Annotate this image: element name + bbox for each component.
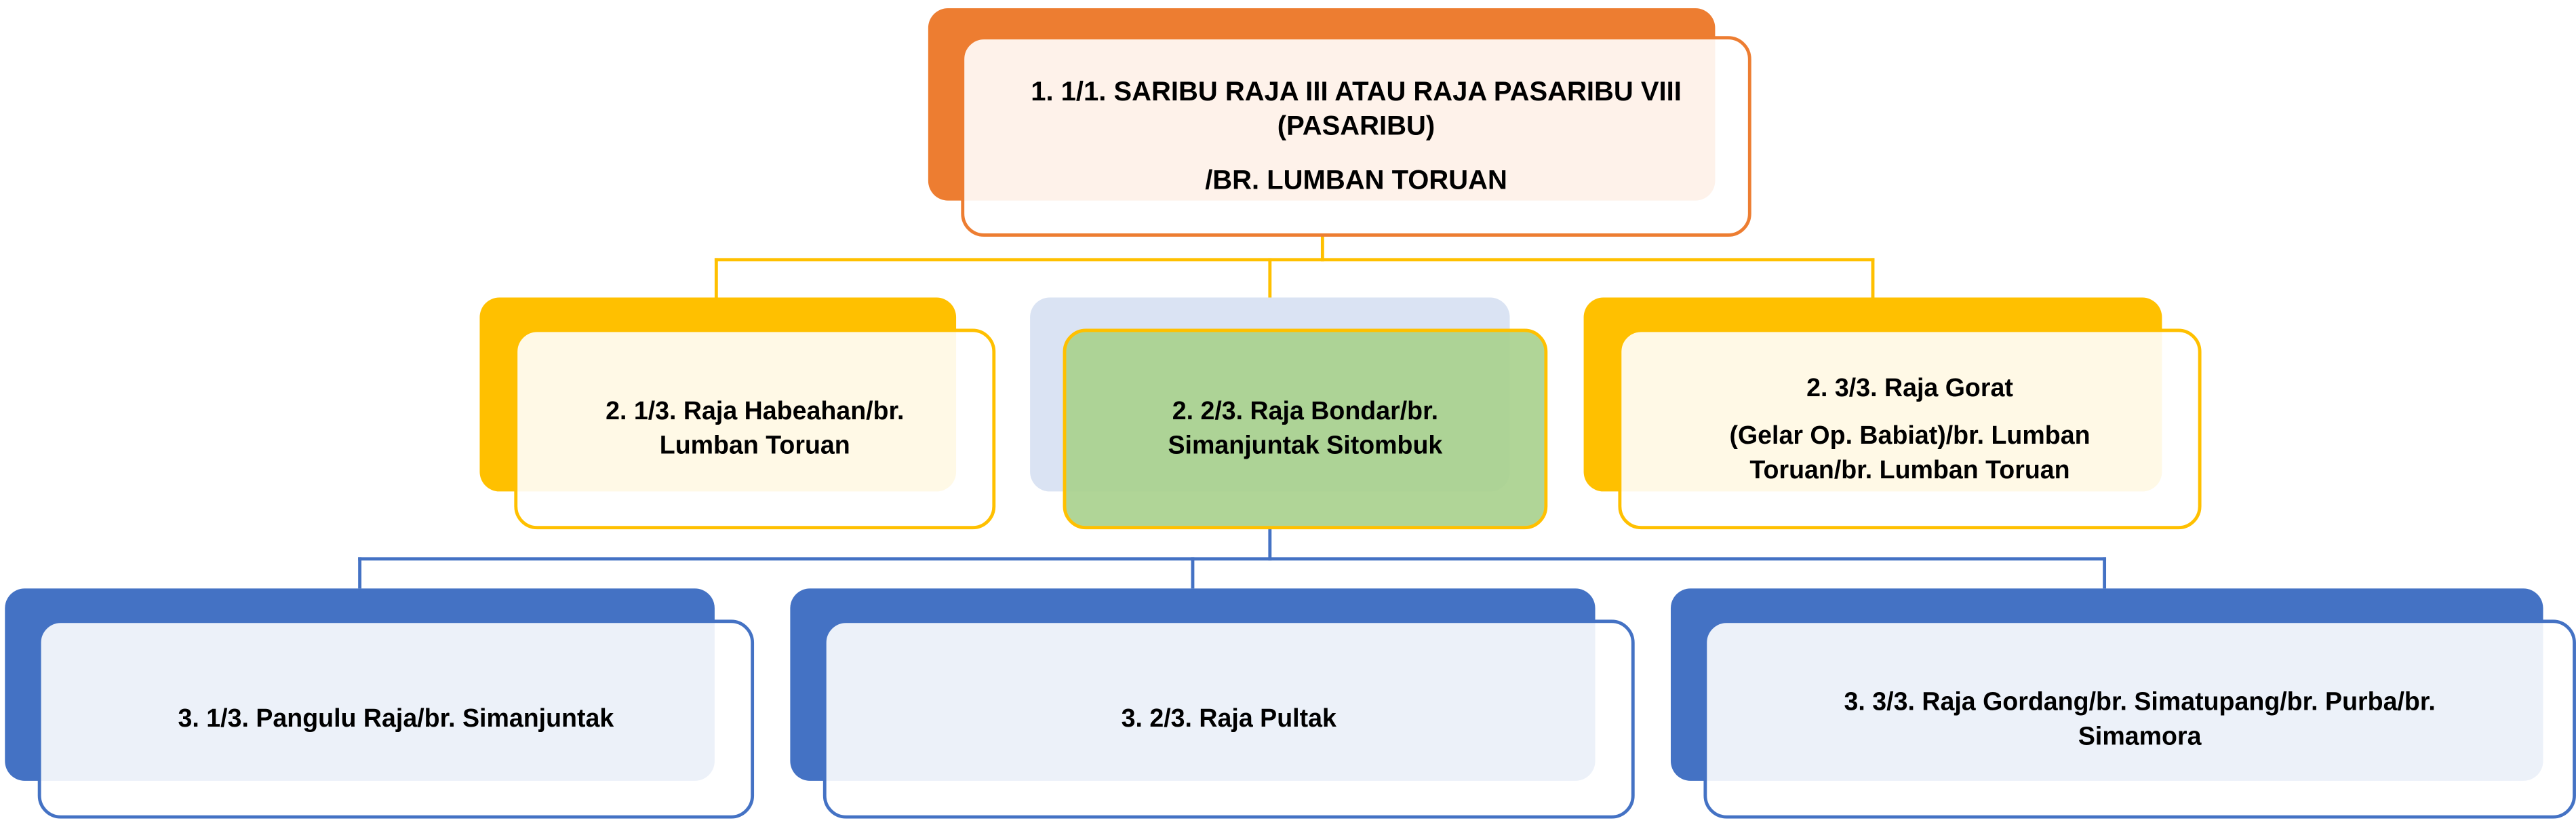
connector [2103, 557, 2107, 589]
node-text: 3. 1/3. Pangulu Raja/br. Simanjuntak [178, 705, 614, 733]
node-raja-habeahan[interactable]: 2. 1/3. Raja Habeahan/br. Lumban Toruan [514, 328, 996, 530]
node-text: 3. 2/3. Raja Pultak [1121, 705, 1336, 733]
connector [1268, 527, 1272, 561]
connector [714, 258, 718, 298]
node-text: (Gelar Op. Babiat)/br. Lumban [1729, 421, 2090, 450]
node-pangulu-raja[interactable]: 3. 1/3. Pangulu Raja/br. Simanjuntak [37, 619, 755, 819]
node-text: 2. 2/3. Raja Bondar/br. [1172, 398, 1439, 426]
node-raja-bondar[interactable]: 2. 2/3. Raja Bondar/br. Simanjuntak Sito… [1063, 328, 1548, 530]
node-raja-gordang[interactable]: 3. 3/3. Raja Gordang/br. Simatupang/br. … [1703, 619, 2576, 819]
connector [358, 557, 2107, 561]
node-text: Toruan/br. Lumban Toruan [1749, 456, 2070, 484]
node-text: Simanjuntak Sitombuk [1168, 432, 1443, 461]
node-raja-gorat[interactable]: 2. 3/3. Raja Gorat (Gelar Op. Babiat)/br… [1618, 328, 2202, 530]
node-raja-pultak[interactable]: 3. 2/3. Raja Pultak [823, 619, 1635, 819]
node-text: 2. 3/3. Raja Gorat [1806, 374, 2013, 402]
node-text: 3. 3/3. Raja Gordang/br. Simatupang/br. … [1844, 687, 2436, 716]
node-text: Lumban Toruan [659, 432, 850, 461]
connector [1268, 258, 1272, 298]
connector [358, 557, 362, 589]
connector [1871, 258, 1875, 298]
connector [714, 258, 1875, 262]
connector [1320, 235, 1324, 262]
root-node[interactable]: 1. 1/1. SARIBU RAJA III ATAU RAJA PASARI… [961, 36, 1751, 237]
node-text: 1. 1/1. SARIBU RAJA III ATAU RAJA PASARI… [1031, 77, 1682, 107]
node-text: 2. 1/3. Raja Habeahan/br. [606, 398, 905, 426]
node-text: /BR. LUMBAN TORUAN [1205, 166, 1507, 196]
connector [1191, 557, 1195, 589]
node-text: (PASARIBU) [1277, 111, 1435, 142]
node-text: Simamora [2078, 722, 2202, 751]
